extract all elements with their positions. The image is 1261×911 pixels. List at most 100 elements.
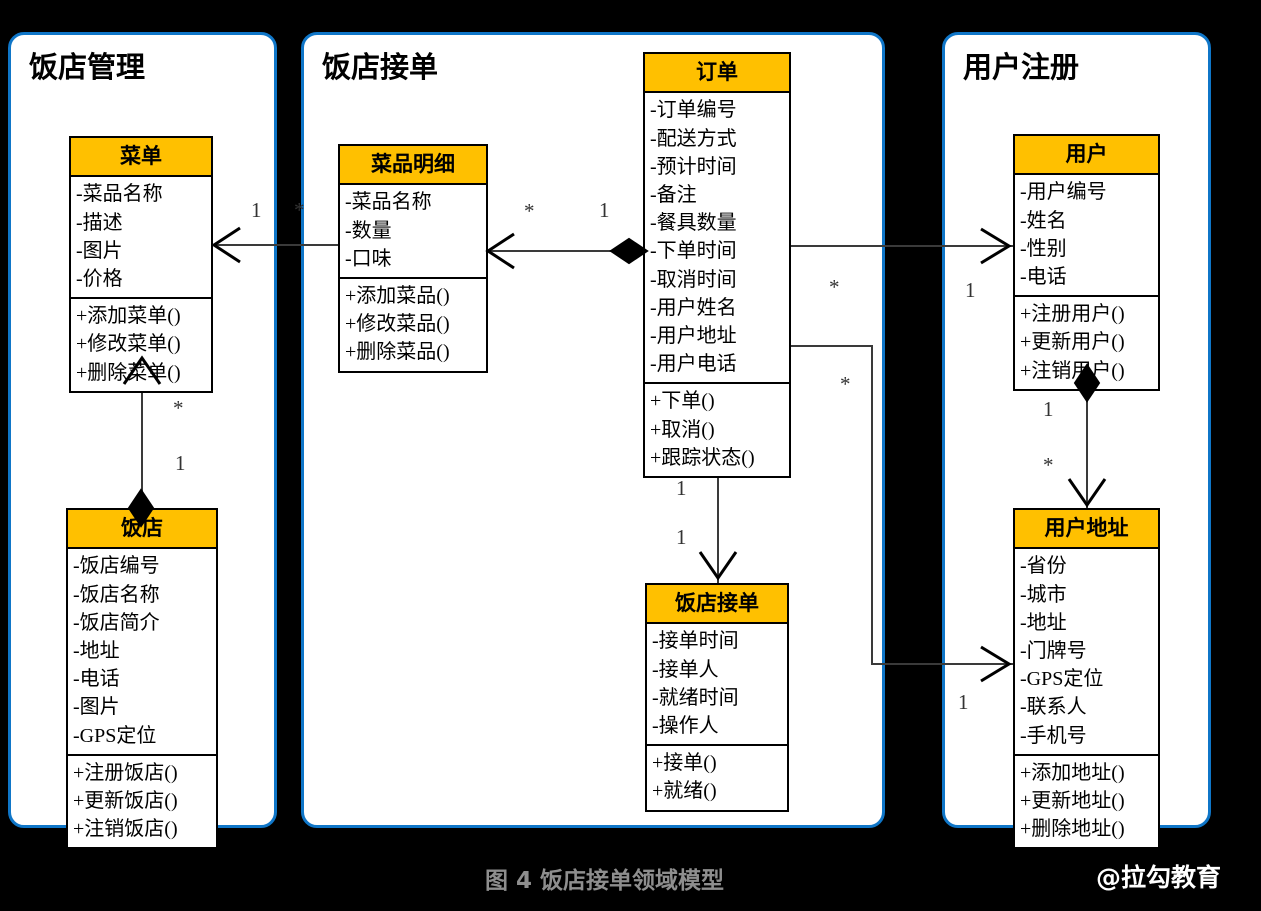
method-row: +更新地址() <box>1020 789 1125 812</box>
class-title-user: 用户 <box>1015 136 1158 176</box>
attribute-row: -联系人 <box>1020 696 1087 719</box>
class-attributes-menu: -菜品名称 -描述 -图片 -价格 <box>71 177 211 297</box>
attribute-row: -地址 <box>1020 611 1067 634</box>
method-row: +修改菜单() <box>76 333 181 356</box>
arrowhead-open-useraddress-top <box>1067 478 1107 508</box>
method-row: +就绪() <box>652 780 717 803</box>
method-row: +注销用户() <box>1020 359 1125 382</box>
multiplicity-user-left-1: 1 <box>965 278 976 302</box>
class-attributes-order: -订单编号 -配送方式 -预计时间 -备注 -餐具数量 -下单时间 -取消时间 … <box>645 93 789 382</box>
attribute-row: -饭店名称 <box>73 583 160 606</box>
class-attributes-user-address: -省份 -城市 -地址 -门牌号 -GPS定位 -联系人 -手机号 <box>1015 549 1158 753</box>
diamond-aggregation-user <box>1073 363 1101 403</box>
multiplicity-menu-1: 1 <box>251 198 262 222</box>
class-box-user-address[interactable]: 用户地址 -省份 -城市 -地址 -门牌号 -GPS定位 -联系人 -手机号 +… <box>1013 508 1160 850</box>
attribute-row: -饭店编号 <box>73 555 160 578</box>
attribute-row: -地址 <box>73 640 120 662</box>
attribute-row: -下单时间 <box>650 240 737 263</box>
connector-order-user <box>791 245 1013 247</box>
attribute-row: -用户姓名 <box>650 296 737 319</box>
class-attributes-dish-detail: -菜品名称 -数量 -口味 <box>340 185 486 277</box>
attribute-row: -配送方式 <box>650 127 737 150</box>
attribute-row: -描述 <box>76 211 123 234</box>
multiplicity-user-down-1: 1 <box>1043 397 1054 421</box>
connector-order-acceptance <box>717 447 719 583</box>
attribute-row: -价格 <box>76 268 123 290</box>
class-attributes-restaurant: -饭店编号 -饭店名称 -饭店简介 -地址 -电话 -图片 -GPS定位 <box>68 549 216 753</box>
method-row: +更新用户() <box>1020 331 1125 354</box>
attribute-row: -城市 <box>1020 583 1067 606</box>
attribute-row: -图片 <box>76 239 123 262</box>
connector-dishdetail-menu <box>214 244 338 246</box>
class-attributes-order-acceptance: -接单时间 -接单人 -就绪时间 -操作人 <box>647 624 787 744</box>
connector-order-useraddress-bottom <box>871 663 1013 665</box>
class-methods-restaurant: +注册饭店() +更新饭店() +注销饭店() <box>68 753 216 848</box>
class-title-menu: 菜单 <box>71 138 211 178</box>
multiplicity-address-left-1: 1 <box>958 690 969 714</box>
class-box-user[interactable]: 用户 -用户编号 -姓名 -性别 -电话 +注册用户() +更新用户() +注销… <box>1013 134 1160 391</box>
method-row: +接单() <box>652 752 717 775</box>
multiplicity-order-address-star: * <box>840 372 851 396</box>
arrowhead-open-dishdetail <box>485 232 515 270</box>
class-box-restaurant[interactable]: 饭店 -饭店编号 -饭店名称 -饭店简介 -地址 -电话 -图片 -GPS定位 … <box>66 508 218 850</box>
method-row: +跟踪状态() <box>650 446 755 469</box>
diamond-aggregation-order-dishdetail <box>609 237 649 265</box>
attribute-row: -接单时间 <box>652 630 739 653</box>
attribute-row: -餐具数量 <box>650 212 737 235</box>
diamond-aggregation-restaurant <box>127 488 155 528</box>
attribute-row: -电话 <box>73 668 120 691</box>
attribute-row: -GPS定位 <box>1020 668 1104 691</box>
attribute-row: -就绪时间 <box>652 686 739 709</box>
class-box-order-acceptance[interactable]: 饭店接单 -接单时间 -接单人 -就绪时间 -操作人 +接单() +就绪() <box>645 583 789 812</box>
attribute-row: -接单人 <box>652 658 719 681</box>
package-title-restaurant-order-taking: 饭店接单 <box>322 50 439 84</box>
attribute-row: -图片 <box>73 696 120 719</box>
class-title-dish-detail: 菜品明细 <box>340 146 486 186</box>
connector-order-useraddress-vertical <box>871 345 873 663</box>
attribute-row: -姓名 <box>1020 209 1067 232</box>
multiplicity-dishdetail-right-star: * <box>524 199 535 223</box>
method-row: +删除菜品() <box>345 341 450 364</box>
class-box-order[interactable]: 订单 -订单编号 -配送方式 -预计时间 -备注 -餐具数量 -下单时间 -取消… <box>643 52 791 478</box>
attribute-row: -菜品名称 <box>345 191 432 214</box>
attribute-row: -电话 <box>1020 266 1067 288</box>
multiplicity-order-left-1: 1 <box>599 198 610 222</box>
attribute-row: -取消时间 <box>650 268 737 291</box>
arrowhead-open-order-acceptance <box>698 551 738 581</box>
multiplicity-order-down-1b: 1 <box>676 525 687 549</box>
class-box-dish-detail[interactable]: 菜品明细 -菜品名称 -数量 -口味 +添加菜品() +修改菜品() +删除菜品… <box>338 144 488 373</box>
class-title-order-acceptance: 饭店接单 <box>647 585 787 625</box>
attribute-row: -GPS定位 <box>73 724 157 747</box>
attribute-row: -口味 <box>345 247 392 270</box>
method-row: +添加地址() <box>1020 761 1125 784</box>
attribute-row: -菜品名称 <box>76 183 163 206</box>
attribute-row: -备注 <box>650 184 697 206</box>
class-methods-order: +下单() +取消() +跟踪状态() <box>645 382 789 476</box>
attribute-row: -订单编号 <box>650 99 737 122</box>
class-title-user-address: 用户地址 <box>1015 510 1158 550</box>
attribute-row: -饭店简介 <box>73 611 160 634</box>
method-row: +注册用户() <box>1020 303 1125 326</box>
class-methods-user: +注册用户() +更新用户() +注销用户() <box>1015 295 1158 389</box>
method-row: +取消() <box>650 418 715 441</box>
attribute-row: -用户地址 <box>650 324 737 347</box>
attribute-row: -手机号 <box>1020 724 1087 747</box>
arrowhead-open-menu-bottom <box>122 355 162 385</box>
class-attributes-user: -用户编号 -姓名 -性别 -电话 <box>1015 175 1158 295</box>
method-row: +添加菜单() <box>76 305 181 328</box>
class-methods-dish-detail: +添加菜品() +修改菜品() +删除菜品() <box>340 277 486 371</box>
package-title-restaurant-management: 饭店管理 <box>29 50 146 84</box>
attribute-row: -省份 <box>1020 555 1067 578</box>
method-row: +修改菜品() <box>345 313 450 336</box>
class-title-order: 订单 <box>645 54 789 94</box>
attribute-row: -用户电话 <box>650 353 737 376</box>
figure-caption: 图 4 饭店接单领域模型 <box>485 868 725 894</box>
multiplicity-dishdetail-star: * <box>294 198 305 222</box>
multiplicity-order-down-1a: 1 <box>676 476 687 500</box>
method-row: +删除地址() <box>1020 818 1125 841</box>
attribute-row: -性别 <box>1020 237 1067 260</box>
arrowhead-open-user <box>980 227 1012 265</box>
multiplicity-order-user-star: * <box>829 275 840 299</box>
attribute-row: -操作人 <box>652 715 719 737</box>
multiplicity-restaurant-up-1: 1 <box>175 451 186 475</box>
